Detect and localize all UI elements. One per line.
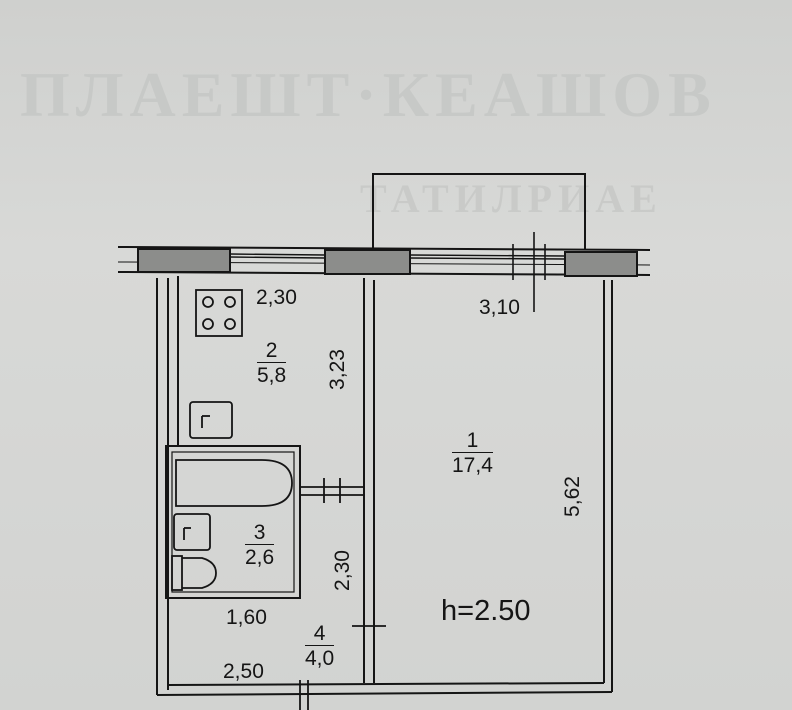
room-1-number: 1: [452, 430, 493, 453]
kitchen-length-label: 3,23: [325, 349, 349, 390]
stove-icon: [195, 289, 243, 337]
ceiling-height-label: h=2.50: [441, 595, 531, 627]
washbasin-icon: [173, 513, 211, 551]
balcony-outline: [372, 173, 586, 250]
room-3-label: 3 2,6: [245, 522, 275, 569]
room-1-label: 1 17,4: [452, 430, 493, 476]
room-length-label: 5,62: [560, 476, 584, 517]
room-2-area: 5,8: [257, 364, 287, 387]
bathroom-width-label: 1,60: [226, 606, 267, 629]
hall-length-label: 2,30: [330, 550, 354, 591]
room-4-label: 4 4,0: [305, 623, 335, 670]
wall-pier-middle: [324, 249, 411, 275]
bathtub-icon: [175, 459, 293, 507]
hall-width-label: 2,50: [223, 660, 264, 683]
room-3-number: 3: [245, 522, 275, 545]
wall-pier-right: [564, 251, 638, 277]
room-4-area: 4,0: [305, 647, 335, 670]
show-through-print: ПЛАЕШТ·КЕАШОВ: [20, 59, 717, 130]
room-2-label: 2 5,8: [257, 340, 287, 387]
room-4-number: 4: [305, 623, 335, 646]
toilet-icon: [171, 555, 217, 591]
room-3-area: 2,6: [245, 546, 275, 569]
wall-pier-left: [137, 248, 231, 273]
room-1-area: 17,4: [452, 454, 493, 477]
kitchen-width-label: 2,30: [256, 286, 297, 309]
sink-icon: [189, 401, 233, 439]
show-through-print-2: ТАТИЛРИАЕ: [360, 176, 663, 221]
room-2-number: 2: [257, 340, 287, 363]
room-width-label: 3,10: [479, 296, 520, 319]
